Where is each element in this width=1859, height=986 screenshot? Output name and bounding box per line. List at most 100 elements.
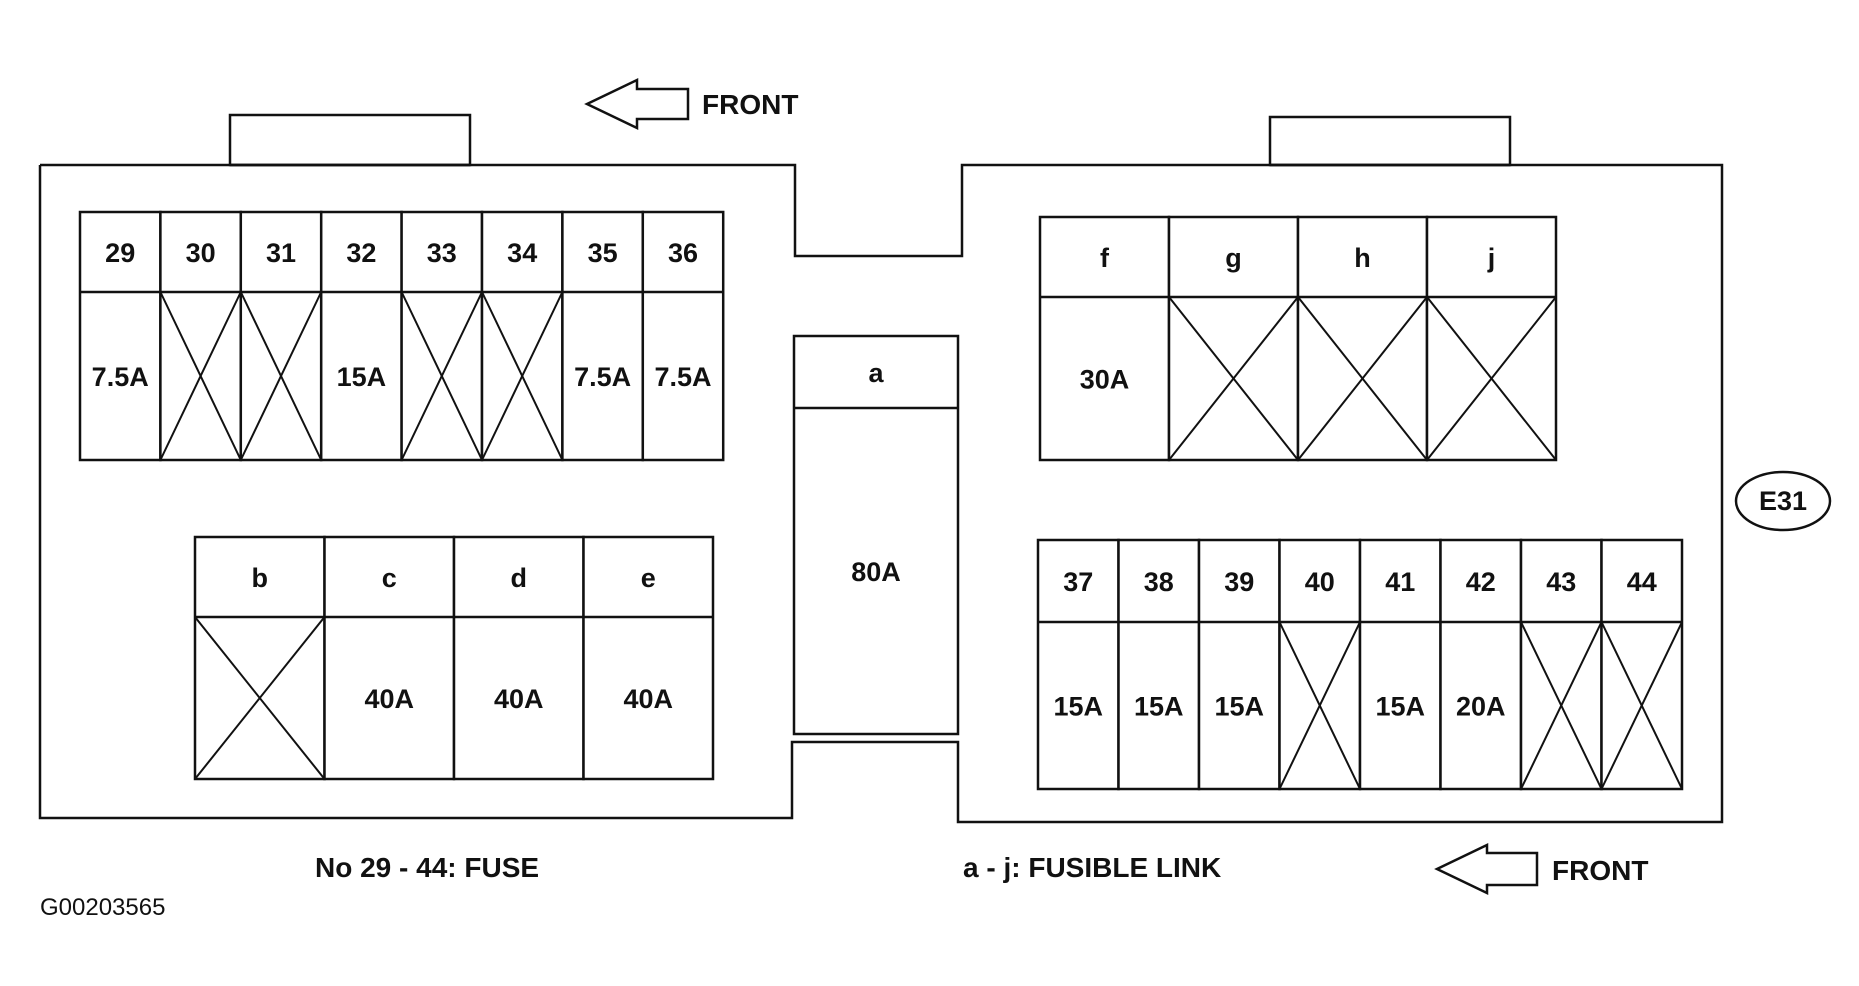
slot-number: 32	[346, 238, 376, 268]
slot-outline	[323, 535, 456, 781]
slot-outline	[480, 210, 564, 462]
right-connector-tab	[1268, 115, 1512, 167]
slot-rating: 15A	[1214, 692, 1264, 722]
slot-outline	[1296, 215, 1429, 462]
empty-slot-cross	[1278, 621, 1361, 790]
slot-42: 42 20A	[1439, 538, 1523, 791]
legend-fuse: No 29 - 44: FUSE	[315, 852, 539, 883]
slot-number: 37	[1063, 567, 1093, 597]
slot-outline	[1278, 538, 1362, 791]
slot-number: 29	[105, 238, 135, 268]
slot-h: h	[1296, 215, 1429, 462]
slot-number: 39	[1224, 567, 1254, 597]
slot-e: e 40A	[582, 535, 715, 781]
slot-outline	[1117, 538, 1201, 791]
slot-32: 32 15A	[319, 210, 403, 462]
slot-outline	[641, 210, 725, 462]
slot-rating: 7.5A	[574, 362, 631, 392]
slot-number: f	[1100, 243, 1110, 273]
left-arrow-icon	[584, 78, 690, 130]
slot-g: g	[1167, 215, 1300, 462]
slot-outline	[319, 210, 403, 462]
slot-outline	[1600, 538, 1684, 791]
front-arrow-top: FRONT	[584, 78, 798, 130]
left-connector-tab	[228, 113, 472, 167]
slot-rating: 40A	[494, 684, 544, 714]
slot-outline	[1519, 538, 1603, 791]
slot-number: 36	[668, 238, 698, 268]
slot-j: j	[1425, 215, 1558, 462]
slot-outline	[1358, 538, 1442, 791]
slot-30: 30	[159, 210, 243, 462]
slot-number: 31	[266, 238, 296, 268]
connector-badge: E31	[1734, 470, 1832, 532]
fusible-link-group-f-j: f 30A g h j	[1038, 215, 1558, 462]
slot-rating: 40A	[623, 684, 673, 714]
left-housing-outline	[38, 163, 1724, 824]
slot-40: 40	[1278, 538, 1362, 791]
slot-rating: 15A	[337, 362, 387, 392]
slot-number: 40	[1305, 567, 1335, 597]
slot-33: 33	[400, 210, 484, 462]
slot-number: 44	[1627, 567, 1657, 597]
slot-39: 39 15A	[1197, 538, 1281, 791]
slot-outline	[452, 535, 585, 781]
slot-37: 37 15A	[1036, 538, 1120, 791]
empty-slot-cross	[1520, 621, 1603, 790]
slot-number: b	[252, 563, 269, 593]
slot-number: h	[1354, 243, 1371, 273]
slot-rating: 7.5A	[92, 362, 149, 392]
slot-number: g	[1225, 243, 1242, 273]
slot-number: 30	[186, 238, 216, 268]
empty-slot-cross	[400, 291, 483, 461]
slot-b: b	[193, 535, 326, 781]
empty-slot-cross	[481, 291, 564, 461]
slot-d: d 40A	[452, 535, 585, 781]
slot-outline	[792, 334, 960, 736]
slot-outline	[1425, 215, 1558, 462]
slot-rating: 7.5A	[654, 362, 711, 392]
slot-35: 35 7.5A	[561, 210, 645, 462]
slot-number: 43	[1546, 567, 1576, 597]
front-label-bottom: FRONT	[1552, 855, 1648, 886]
front-arrow-bottom: FRONT	[1434, 843, 1648, 895]
slot-rating: 15A	[1053, 692, 1103, 722]
fuse-group-29-36: 29 7.5A 30 31 32 15A 33 34 35 7.5A 36 7.5A	[78, 210, 725, 462]
slot-number: 38	[1144, 567, 1174, 597]
slot-number: 35	[588, 238, 618, 268]
left-arrow-icon	[1434, 843, 1539, 895]
slot-number: 33	[427, 238, 457, 268]
slot-number: e	[641, 563, 656, 593]
slot-outline	[78, 210, 162, 462]
slot-f: f 30A	[1038, 215, 1171, 462]
slot-outline	[1167, 215, 1300, 462]
legend-fusible-link: a - j: FUSIBLE LINK	[963, 852, 1221, 883]
slot-rating: 20A	[1456, 692, 1506, 722]
empty-slot-cross	[194, 616, 326, 780]
slot-number: c	[382, 563, 397, 593]
empty-slot-cross	[1600, 621, 1683, 790]
front-label-top: FRONT	[702, 89, 798, 120]
empty-slot-cross	[1297, 296, 1428, 461]
connector-label: E31	[1759, 486, 1807, 516]
slot-outline	[1038, 215, 1171, 462]
empty-slot-cross	[1426, 296, 1557, 461]
slot-rating: 80A	[851, 557, 901, 587]
slot-43: 43	[1519, 538, 1603, 791]
slot-rating: 30A	[1080, 365, 1130, 395]
slot-44: 44	[1600, 538, 1684, 791]
empty-slot-cross	[159, 291, 242, 461]
slot-outline	[582, 535, 715, 781]
slot-number: j	[1487, 243, 1496, 273]
slot-number: 42	[1466, 567, 1496, 597]
slot-34: 34	[480, 210, 564, 462]
slot-number: d	[511, 563, 528, 593]
slot-outline	[159, 210, 243, 462]
